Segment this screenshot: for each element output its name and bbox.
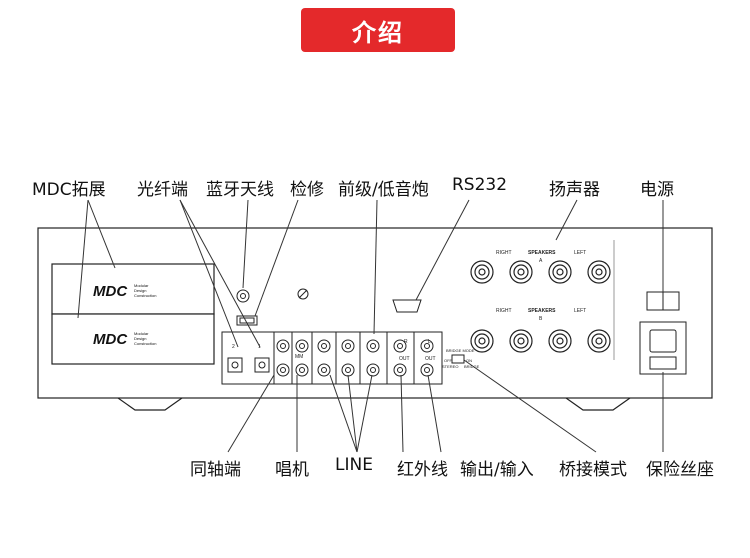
right-foot <box>565 397 631 411</box>
rca-jack-0-0 <box>276 339 290 353</box>
chassis-outline <box>37 227 713 399</box>
rca-jack-6-0 <box>420 339 434 353</box>
speakers-a-title: SPEAKERS <box>528 250 556 256</box>
out-label-1: OUT <box>399 356 410 362</box>
rca-jack-3-1 <box>341 363 355 377</box>
label-coaxial: 同轴端 <box>190 460 241 480</box>
binding-post-0-1 <box>470 329 494 353</box>
callout-speakers <box>555 199 578 241</box>
label-mdc-expansion: MDC拓展 <box>32 180 106 200</box>
module-1-sub-2: Design <box>134 288 146 293</box>
label-pre-subwoofer: 前级/低音炮 <box>338 180 429 200</box>
speakers-bank-b: B <box>539 316 543 322</box>
antenna-connector <box>236 289 250 303</box>
callout-line-2 <box>347 374 358 453</box>
screw-icon <box>297 288 309 300</box>
bridge-mode-text: BRIDGE MODE <box>446 348 475 353</box>
rca-jack-4-1 <box>366 363 380 377</box>
label-output-input: 输出/输入 <box>460 460 534 480</box>
rca-jack-3-0 <box>341 339 355 353</box>
callout-service <box>254 199 299 317</box>
module-1-logo: MDC <box>93 283 128 300</box>
callout-infrared <box>400 374 404 453</box>
optical-ch2: 2 <box>232 344 235 350</box>
label-speakers: 扬声器 <box>549 180 600 200</box>
binding-post-2-1 <box>548 329 572 353</box>
bridge-on-text: ON <box>466 358 472 363</box>
left-foot <box>117 397 183 411</box>
speakers-a-left: LEFT <box>574 250 586 256</box>
rca-jack-2-1 <box>317 363 331 377</box>
mdc-module-slot-1 <box>51 263 215 315</box>
bridge-mono-text: BRIDGE <box>464 364 480 369</box>
bridge-off-text: OFF <box>444 358 453 363</box>
mm-label: MM <box>295 354 303 360</box>
callout-bridge <box>463 359 597 453</box>
module-1-sub-3: Construction <box>134 293 156 298</box>
bridge-stereo-text: STEREO <box>442 364 458 369</box>
label-optical: 光纤端 <box>137 180 188 200</box>
binding-post-2-0 <box>548 260 572 284</box>
callout-coaxial <box>227 374 275 453</box>
speakers-b-title: SPEAKERS <box>528 308 556 314</box>
rs232-port <box>392 299 422 313</box>
label-power: 电源 <box>640 180 674 200</box>
rca-jack-5-0 <box>393 339 407 353</box>
label-infrared: 红外线 <box>397 460 448 480</box>
module-2-sub-2: Design <box>134 336 146 341</box>
speakers-bank-a: A <box>539 258 543 264</box>
rca-jack-6-1 <box>420 363 434 377</box>
mdc-module-slot-2 <box>51 313 215 365</box>
callout-line-3 <box>356 374 373 453</box>
in-label-l: L <box>428 339 431 345</box>
rca-jack-5-1 <box>393 363 407 377</box>
label-service: 检修 <box>290 180 324 200</box>
speakers-b-right: RIGHT <box>496 308 512 314</box>
rca-jack-2-0 <box>317 339 331 353</box>
module-2-sub-3: Construction <box>134 341 156 346</box>
bridge-mode-switch <box>451 354 465 364</box>
callout-line-1 <box>329 374 358 453</box>
rca-jack-4-0 <box>366 339 380 353</box>
callout-mdc-1 <box>87 199 116 269</box>
label-phono: 唱机 <box>275 460 309 480</box>
callout-optical-2 <box>179 199 261 348</box>
callout-pre-sub <box>373 199 378 335</box>
callout-optical-1 <box>179 199 239 348</box>
speakers-a-right: RIGHT <box>496 250 512 256</box>
rca-jacks <box>276 339 434 377</box>
speakers-b-left: LEFT <box>574 308 586 314</box>
label-bluetooth-antenna: 蓝牙天线 <box>206 180 274 200</box>
speaker-binding-posts <box>470 260 611 353</box>
in-label-r: R <box>404 339 408 345</box>
binding-post-0-0 <box>470 260 494 284</box>
label-line: LINE <box>335 455 373 475</box>
label-rs232: RS232 <box>452 175 508 195</box>
label-bridge-mode: 桥接模式 <box>559 460 627 480</box>
binding-post-1-1 <box>509 329 533 353</box>
module-1-sub-1: Modular <box>134 283 149 288</box>
label-fuse-holder: 保险丝座 <box>646 460 714 480</box>
module-2-logo: MDC <box>93 331 128 348</box>
callout-io <box>427 374 442 453</box>
callout-rs232 <box>415 199 470 301</box>
rca-jack-1-1 <box>295 363 309 377</box>
service-port <box>236 315 258 326</box>
callout-antenna <box>242 199 249 289</box>
rca-input-block <box>273 331 443 385</box>
rca-jack-0-1 <box>276 363 290 377</box>
binding-post-3-0 <box>587 260 611 284</box>
callout-mdc-2 <box>77 199 89 319</box>
intro-title-banner: 介绍 <box>301 8 455 52</box>
module-2-sub-1: Modular <box>134 331 149 336</box>
out-label-2: OUT <box>425 356 436 362</box>
binding-post-1-0 <box>509 260 533 284</box>
rca-jack-1-0 <box>295 339 309 353</box>
binding-post-3-1 <box>587 329 611 353</box>
